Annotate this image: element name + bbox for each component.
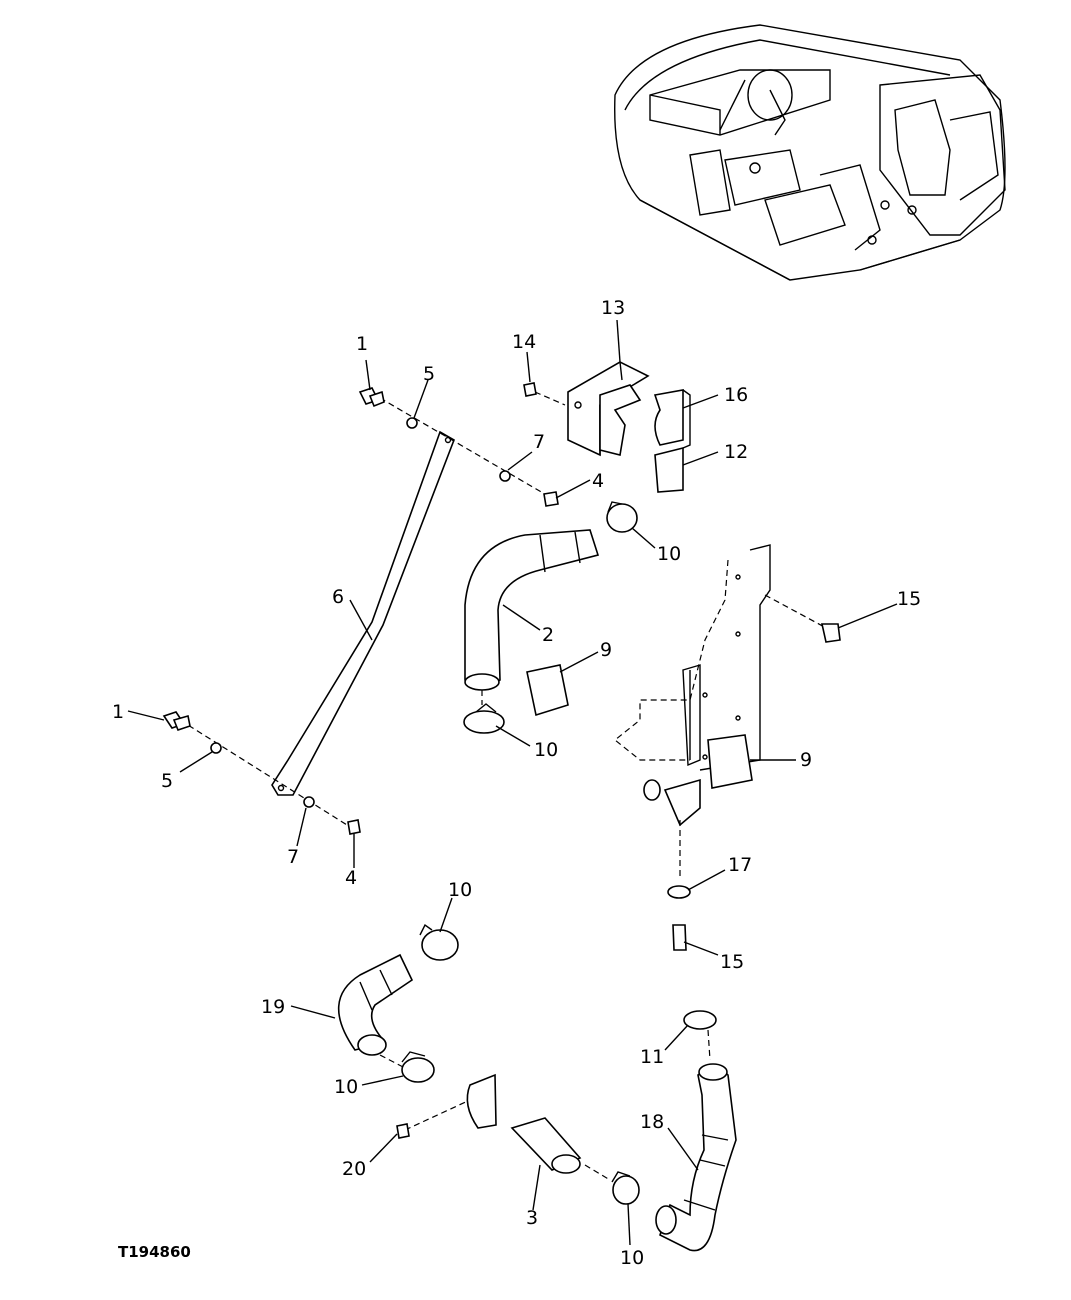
callout-18: 18 <box>640 1111 664 1133</box>
callout-16: 16 <box>724 384 748 406</box>
callout-10-lower-left: 10 <box>334 1076 358 1098</box>
hose-upper <box>463 501 638 734</box>
callout-15-upper: 15 <box>897 588 921 610</box>
callout-14: 14 <box>512 331 536 353</box>
callout-7-lower: 7 <box>287 846 299 868</box>
machine-overview-drawing <box>614 24 1006 281</box>
hose-lower-left <box>337 923 459 1083</box>
callout-10-upper-right: 10 <box>657 543 681 565</box>
side-panel <box>614 544 841 951</box>
callout-11: 11 <box>640 1046 664 1068</box>
callout-2: 2 <box>542 624 554 646</box>
support-rod <box>162 387 559 835</box>
tube-lower <box>396 1073 640 1205</box>
figure-id: T194860 <box>118 1243 191 1261</box>
callout-4-lower: 4 <box>345 867 357 889</box>
callout-13: 13 <box>601 297 625 319</box>
callout-4-upper: 4 <box>592 470 604 492</box>
callout-20: 20 <box>342 1158 366 1180</box>
callout-12: 12 <box>724 441 748 463</box>
callout-labels: 1 5 14 13 16 12 7 4 10 6 2 15 9 9 1 5 10… <box>112 297 921 1269</box>
callout-10-upper-left: 10 <box>534 739 558 761</box>
callout-5-upper: 5 <box>423 363 435 385</box>
callout-10-mid: 10 <box>448 879 472 901</box>
bracket-assembly <box>523 361 691 493</box>
callout-6: 6 <box>332 586 344 608</box>
callout-3: 3 <box>526 1207 538 1229</box>
callout-19: 19 <box>261 996 285 1018</box>
leader-lines <box>127 319 898 1246</box>
callout-15-lower: 15 <box>720 951 744 973</box>
callout-1-lower: 1 <box>112 701 124 723</box>
callout-9-upper: 9 <box>600 639 612 661</box>
callout-5-lower: 5 <box>161 770 173 792</box>
callout-10-lower-right: 10 <box>620 1247 644 1269</box>
callout-9-lower: 9 <box>800 749 812 771</box>
callout-17: 17 <box>728 854 752 876</box>
hose-lower-right <box>655 1010 737 1252</box>
callout-1-upper: 1 <box>356 333 368 355</box>
callout-7-upper: 7 <box>533 431 545 453</box>
